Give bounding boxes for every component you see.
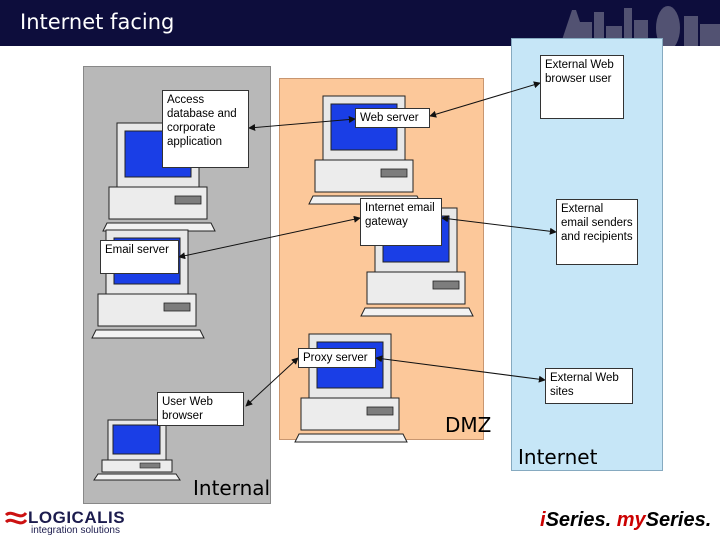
proxy-server-label: Proxy server [298, 348, 376, 368]
tagline-i: i [540, 509, 546, 531]
link-gateway-external-email [441, 215, 557, 235]
dmz-zone-label: DMZ [445, 413, 492, 437]
external-sites-label: External Web sites [545, 368, 633, 404]
link-proxy-external-sites [375, 355, 546, 383]
tagline-series1: Series. [545, 509, 617, 531]
logo-name: LOGICALIS [28, 508, 126, 527]
user-browser-pc-icon [93, 419, 181, 481]
link-web-server-external-browser [429, 81, 541, 118]
logicalis-logo-icon [4, 511, 28, 525]
internet-zone-label: Internet [518, 445, 598, 469]
email-server-label: Email server [100, 240, 179, 274]
logo-subtitle: integration solutions [31, 525, 120, 536]
tagline-series2: Series. [645, 509, 712, 531]
link-proxy-user-browser [245, 357, 299, 407]
email-gateway-label: Internet email gateway [360, 198, 442, 246]
external-email-label: External email senders and recipients [556, 199, 638, 265]
link-gateway-email-server [178, 215, 361, 260]
internal-zone-label: Internal [193, 476, 271, 500]
web-server-label: Web server [355, 108, 430, 128]
external-browser-label: External Web browser user [540, 55, 624, 119]
link-web-server-access-db [248, 116, 356, 131]
access-db-label: Access database and corporate applicatio… [162, 90, 249, 168]
page-title: Internet facing [20, 10, 175, 34]
user-web-browser-label: User Web browser [157, 392, 244, 426]
tagline-my: my [616, 509, 646, 531]
tagline: iSeries. mySeries. [540, 509, 711, 532]
